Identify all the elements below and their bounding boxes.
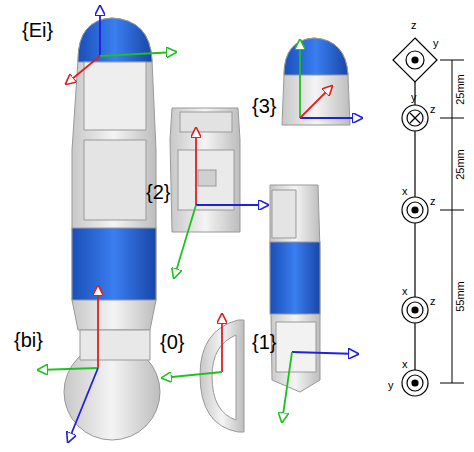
axis-label: x	[402, 359, 408, 370]
finger-full	[64, 18, 160, 440]
axis-label: z	[411, 20, 417, 31]
dimension-label: 25mm	[455, 147, 466, 182]
part-2	[170, 108, 240, 232]
part-1	[270, 185, 320, 392]
dimension-lines	[440, 60, 464, 383]
axis-label: y	[388, 380, 394, 391]
frame-label: {bi}	[14, 330, 43, 350]
kinematic-diagram	[393, 38, 437, 396]
frame-label: {Ei}	[22, 20, 53, 40]
axis-label: x	[402, 286, 408, 297]
frame-label: {1}	[252, 332, 276, 352]
part-3	[282, 38, 350, 125]
axis-label: z	[430, 196, 436, 207]
frame-label: {3}	[252, 96, 276, 116]
axis-label: y	[411, 92, 417, 103]
coordinate-frames	[38, 6, 362, 442]
frame-label: {0}	[160, 332, 184, 352]
axis-label: x	[402, 186, 408, 197]
axis-label: y	[433, 38, 439, 49]
axis-label: z	[430, 104, 436, 115]
dimension-label: 55mm	[455, 279, 466, 314]
frame-label: {2}	[146, 182, 170, 202]
axis-label: z	[430, 296, 436, 307]
dimension-label: 25mm	[455, 72, 466, 107]
